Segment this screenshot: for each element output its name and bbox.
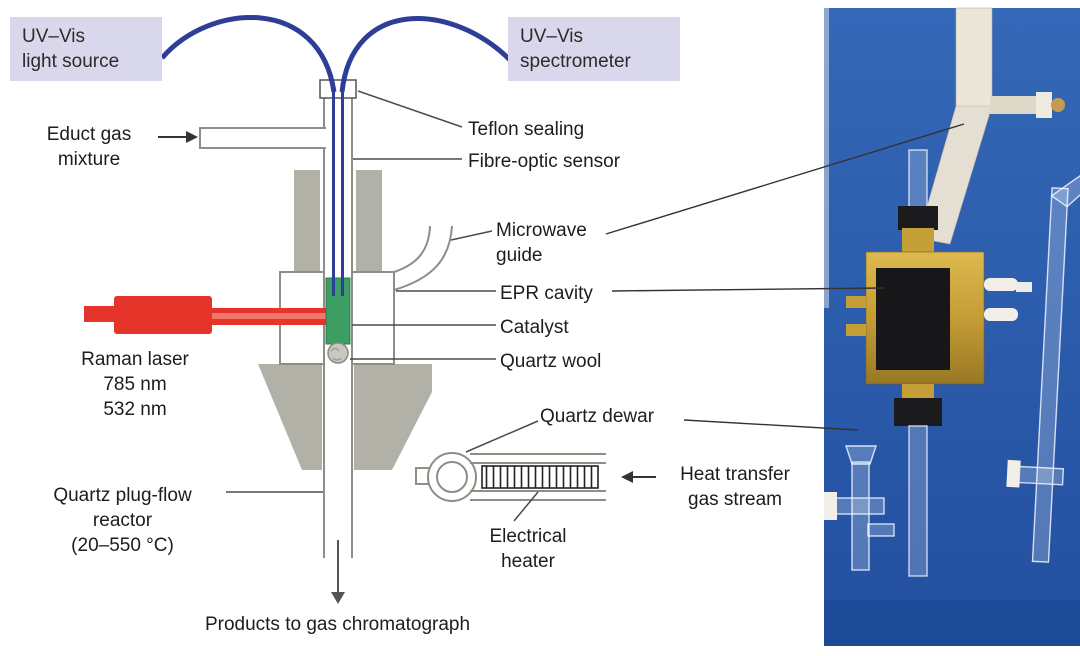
- microwave-guide-tube: [393, 225, 453, 291]
- uv-vis-spectrometer-label: UV–Vis spectrometer: [508, 17, 680, 82]
- uv-vis-light-source-label: UV–Vis light source: [10, 17, 162, 82]
- products-label: Products to gas chromatograph: [204, 614, 471, 635]
- quartz-dewar-shape: [415, 452, 606, 502]
- raman-laser-label: Raman laser 785 nm 532 nm: [81, 349, 189, 421]
- quartz-wool-label: Quartz wool: [500, 351, 602, 372]
- heat-transfer-arrow: [621, 471, 656, 483]
- microwave-guide-label: Microwave guide: [496, 220, 587, 267]
- educt-gas-tube: [199, 127, 326, 149]
- catalyst-bed: [325, 277, 351, 345]
- photo-gold-cavity-block: [846, 206, 1032, 426]
- photo-glass-stopcock-left: [824, 445, 895, 571]
- fibre-optic-cables: [160, 15, 512, 296]
- photo-quartz-tube-bottom: [908, 425, 928, 577]
- fibre-optic-sensor-label: Fibre-optic sensor: [468, 151, 621, 172]
- quartz-dewar-label: Quartz dewar: [540, 406, 655, 427]
- educt-gas-arrow: [158, 131, 198, 143]
- electrical-heater-element: [481, 465, 599, 489]
- teflon-sealing-label: Teflon sealing: [468, 119, 585, 140]
- educt-gas-label: Educt gas mixture: [46, 124, 132, 171]
- raman-laser-shape: [84, 296, 336, 334]
- quartz-reactor-label: Quartz plug-flow reactor (20–550 °C): [53, 485, 192, 557]
- photo-epr-cavity: [824, 7, 1080, 646]
- heat-transfer-label: Heat transfer gas stream: [680, 464, 790, 511]
- photo-quartz-tube-top: [908, 149, 928, 211]
- epr-cavity-label: EPR cavity: [500, 283, 593, 304]
- quartz-wool-plug: [327, 342, 349, 364]
- leader-lines: [226, 90, 539, 522]
- products-arrow: [331, 540, 345, 604]
- photo-leader-lines: [605, 123, 965, 431]
- electrical-heater-label: Electrical heater: [489, 526, 567, 573]
- catalyst-label: Catalyst: [500, 317, 569, 338]
- photo-glass-tube-right: [1006, 174, 1080, 563]
- teflon-sealing-shape: [319, 79, 357, 99]
